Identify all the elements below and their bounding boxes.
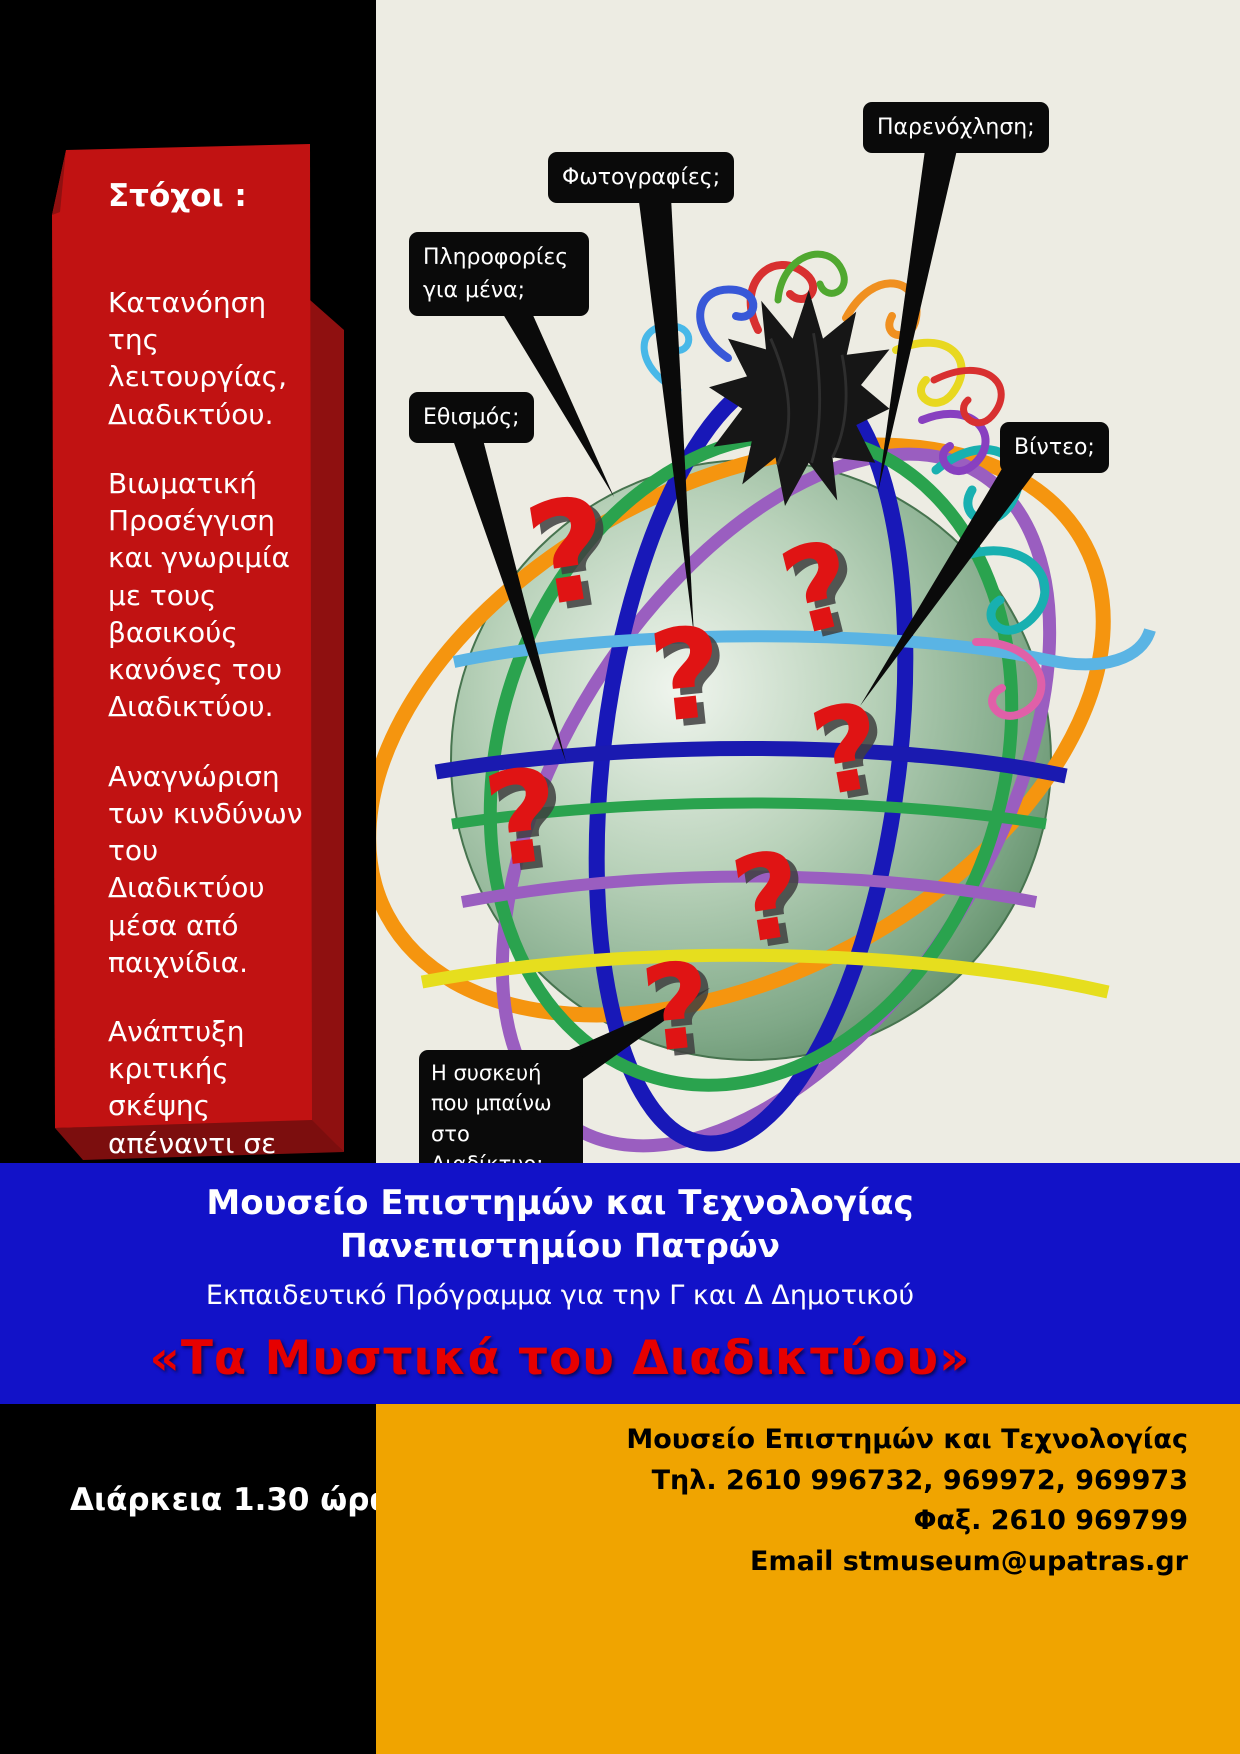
internet-monster-icon [709, 290, 890, 506]
callout-video: Βίντεο; [1000, 422, 1109, 473]
contact-email: Email stmuseum@upatras.gr [750, 1545, 1188, 1577]
museum-name-line1: Μουσείο Επιστημών και Τεχνολογίας [206, 1182, 914, 1223]
question-mark-icon: ? ? [723, 824, 820, 977]
museum-banner: Μουσείο Επιστημών και Τεχνολογίας Πανεπι… [0, 1163, 1240, 1404]
svg-text:?: ? [485, 746, 577, 903]
goal-item: Αναγνώριση των κινδύνων του Διαδικτύου μ… [108, 759, 303, 979]
svg-text:?: ? [477, 740, 569, 897]
goal-item: Κατανόηση της λειτουργίας, Διαδικτύου. [108, 286, 287, 431]
goals-text-block: Στόχοι : Κατανόηση της λειτουργίας, Διαδ… [108, 178, 310, 1231]
question-mark-icon: ? ? [801, 676, 900, 829]
svg-text:?: ? [635, 935, 718, 1079]
svg-text:?: ? [643, 941, 726, 1085]
question-mark-icon: ? ? [643, 600, 738, 758]
poster-top: Στόχοι : Κατανόηση της λειτουργίας, Διαδ… [0, 0, 1240, 1197]
duration-panel: Διάρκεια 1.30 ώρα [0, 1404, 391, 1754]
callout-device: Η συσκευή που μπαίνω στο Διαδίκτυο; [419, 1050, 583, 1163]
callout-info: Πληροφορίες για μένα; [409, 232, 589, 316]
contact-panel: Μουσείο Επιστημών και Τεχνολογίας Τηλ. 2… [376, 1404, 1240, 1754]
question-mark-icon: ? ? [635, 935, 726, 1086]
poster-title: «Τα Μυστικά του Διαδικτύου» [149, 1331, 971, 1387]
contact-phone: Τηλ. 2610 996732, 969972, 969973 [651, 1464, 1188, 1496]
svg-text:?: ? [643, 600, 730, 752]
question-mark-icon: ? ? [477, 740, 577, 903]
globe-svg: ? ? ? ? ? ? ? ? ? ? [376, 128, 1156, 1153]
callout-addiction: Εθισμός; [409, 392, 534, 443]
contact-museum-name: Μουσείο Επιστημών και Τεχνολογίας [626, 1424, 1188, 1455]
program-subtitle: Εκπαιδευτικό Πρόγραμμα για την Γ και Δ Δ… [205, 1280, 915, 1312]
contact-fax: Φαξ. 2610 969799 [913, 1505, 1188, 1536]
museum-name-line2: Πανεπιστημίου Πατρών [339, 1226, 781, 1266]
svg-text:?: ? [651, 606, 738, 758]
goals-panel: Στόχοι : Κατανόηση της λειτουργίας, Διαδ… [0, 0, 376, 1197]
duration-label: Διάρκεια 1.30 ώρα [70, 1482, 391, 1518]
question-marks: ? ? ? ? ? ? ? ? ? ? [477, 466, 901, 1086]
globe-illustration-area: ? ? ? ? ? ? ? ? ? ? [376, 0, 1240, 1163]
callout-photos: Φωτογραφίες; [548, 152, 735, 203]
poster-footer: Διάρκεια 1.30 ώρα Μουσείο Επιστημών και … [0, 1404, 1240, 1754]
goals-title: Στόχοι : [108, 178, 247, 214]
goal-item: Βιωματική Προσέγγιση και γνωριμία με του… [108, 466, 290, 724]
callout-harassment: Παρενόχληση; [863, 102, 1049, 153]
red-ribbon [52, 144, 344, 1160]
